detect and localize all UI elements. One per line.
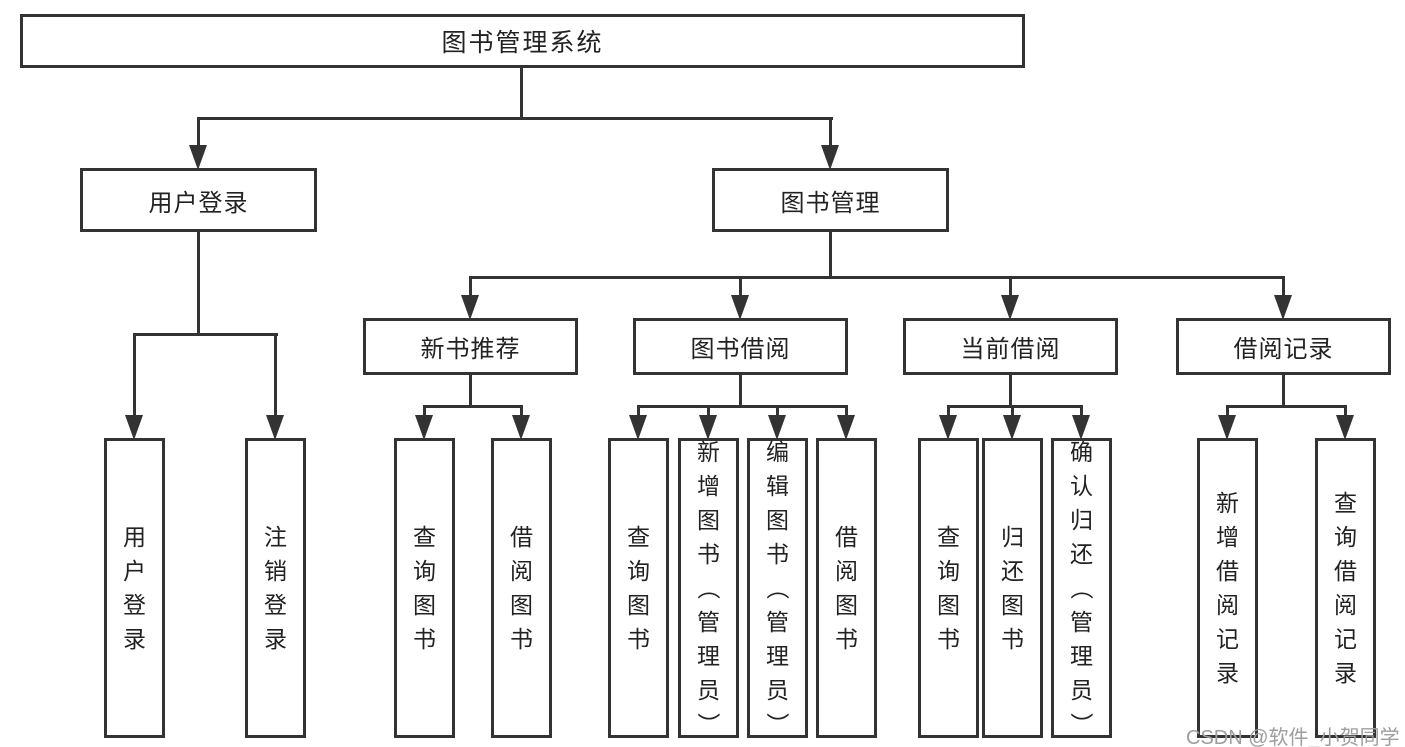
leaf-add-borrow-record: 新增借阅记录 xyxy=(1197,438,1258,738)
arrow-down-icon xyxy=(1274,295,1292,320)
connector-line xyxy=(133,333,136,418)
connector-line xyxy=(1344,405,1347,419)
leaf-edit-books-admin: 编辑图书（管理员） xyxy=(747,438,808,738)
watermark: CSDN @软件_小贺同学 xyxy=(1186,727,1400,747)
connector-line xyxy=(197,117,200,149)
leaf-query-borrow-record: 查询借阅记录 xyxy=(1315,438,1376,738)
connector-line xyxy=(739,375,742,407)
connector-line xyxy=(637,405,848,408)
leaf-borrow-books: 借阅图书 xyxy=(816,438,877,738)
arrow-down-icon xyxy=(939,415,957,440)
arrow-down-icon xyxy=(629,415,647,440)
connector-line xyxy=(1011,405,1014,419)
connector-line xyxy=(133,333,278,336)
connector-line xyxy=(1282,375,1285,407)
connector-line xyxy=(469,276,472,298)
arrow-down-icon xyxy=(1003,415,1021,440)
connector-line xyxy=(1009,375,1012,407)
connector-line xyxy=(707,405,710,419)
connector-line xyxy=(637,405,640,419)
arrow-down-icon xyxy=(1001,295,1019,320)
connector-line xyxy=(197,232,200,335)
connector-line xyxy=(520,68,523,119)
arrow-down-icon xyxy=(189,145,207,170)
leaf-query-books-current: 查询图书 xyxy=(918,438,979,738)
leaf-confirm-return-admin: 确认归还（管理员） xyxy=(1051,438,1112,738)
arrow-down-icon xyxy=(837,415,855,440)
connector-line xyxy=(274,333,277,418)
arrow-down-icon xyxy=(415,415,433,440)
connector-line xyxy=(776,405,779,419)
arrow-down-icon xyxy=(461,295,479,320)
connector-line xyxy=(197,117,833,120)
node-book-management: 图书管理 xyxy=(712,168,949,232)
leaf-add-books-admin: 新增图书（管理员） xyxy=(678,438,739,738)
leaf-query-books-borrow: 查询图书 xyxy=(608,438,669,738)
connector-line xyxy=(520,405,523,419)
connector-line xyxy=(845,405,848,419)
arrow-down-icon xyxy=(768,415,786,440)
connector-line xyxy=(829,232,832,278)
connector-line xyxy=(1282,276,1285,298)
connector-line xyxy=(1226,405,1229,419)
connector-line xyxy=(829,117,832,149)
node-new-book-recommend: 新书推荐 xyxy=(363,318,578,375)
arrow-down-icon xyxy=(699,415,717,440)
connector-line xyxy=(1080,405,1083,419)
connector-line xyxy=(947,405,950,419)
leaf-borrow-books-recommend: 借阅图书 xyxy=(491,438,552,738)
arrow-down-icon xyxy=(821,145,839,170)
connector-line xyxy=(469,375,472,407)
leaf-query-books-recommend: 查询图书 xyxy=(394,438,455,738)
node-borrow-records: 借阅记录 xyxy=(1176,318,1391,375)
connector-line xyxy=(423,405,523,408)
connector-line xyxy=(1226,405,1347,408)
leaf-user-login: 用户登录 xyxy=(104,438,165,738)
connector-line xyxy=(947,405,1083,408)
leaf-logout-login: 注销登录 xyxy=(245,438,306,738)
node-book-borrow: 图书借阅 xyxy=(633,318,848,375)
connector-line xyxy=(739,276,742,298)
node-root: 图书管理系统 xyxy=(20,14,1025,68)
arrow-down-icon xyxy=(731,295,749,320)
arrow-down-icon xyxy=(1218,415,1236,440)
arrow-down-icon xyxy=(1072,415,1090,440)
arrow-down-icon xyxy=(1336,415,1354,440)
arrow-down-icon xyxy=(125,415,143,440)
connector-line xyxy=(469,276,1285,279)
node-current-borrow: 当前借阅 xyxy=(903,318,1118,375)
connector-line xyxy=(1009,276,1012,298)
leaf-return-books: 归还图书 xyxy=(982,438,1043,738)
arrow-down-icon xyxy=(266,415,284,440)
connector-line xyxy=(423,405,426,419)
node-user-login: 用户登录 xyxy=(80,168,317,232)
arrow-down-icon xyxy=(512,415,530,440)
